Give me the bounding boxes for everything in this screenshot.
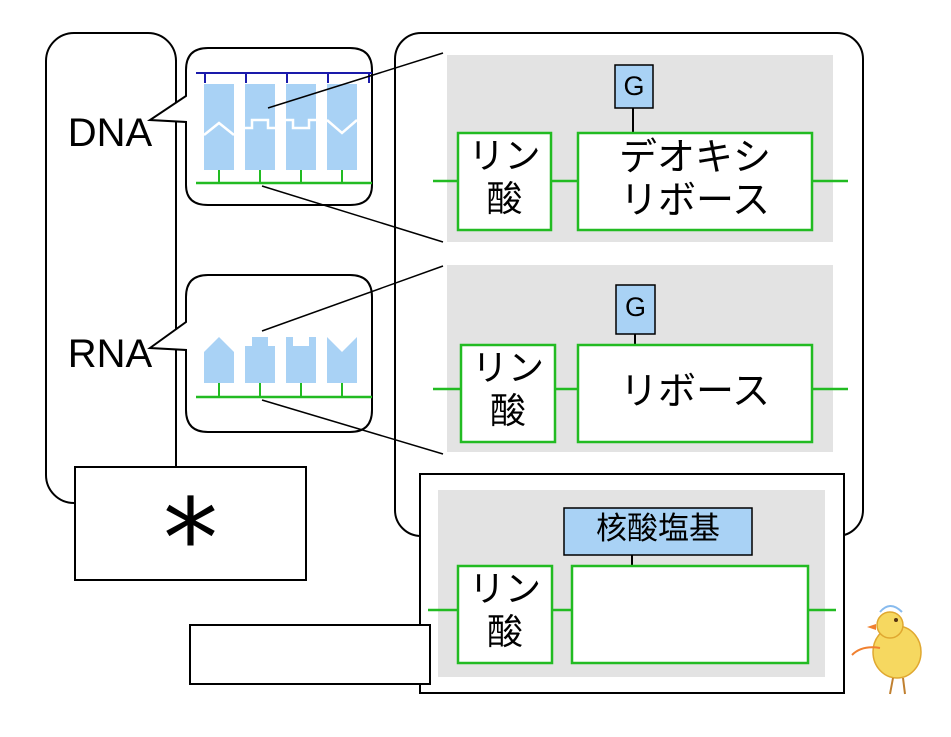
dna-base-box [614, 64, 654, 109]
generic-sugar-box [570, 564, 810, 665]
rna-zoom-line-top [261, 265, 444, 332]
left-panel [45, 32, 177, 504]
nucleobase-box [563, 507, 753, 556]
blank-answer-box[interactable] [189, 624, 431, 685]
dna-phosphate-label-1: リン [468, 136, 541, 177]
generic-phosphate-label-1: リン [468, 569, 541, 610]
chick-doodle-icon [851, 605, 922, 695]
rna-base-label: G [624, 292, 646, 322]
generic-phosphate-label-2: 酸 [486, 612, 523, 653]
rna-zoom-line-bottom [261, 399, 444, 455]
dna-double-strand-icon [196, 72, 372, 185]
dna-sugar-box [576, 131, 814, 232]
dna-base-label: G [623, 71, 645, 101]
dna-zoom-line-top [267, 52, 444, 109]
rna-sugar-label: リボース [619, 369, 771, 413]
rna-phosphate-label-2: 酸 [489, 391, 526, 432]
nucleobase-label: 核酸塩基 [596, 511, 720, 547]
star-box [74, 466, 307, 581]
dna-phosphate-label-2: 酸 [486, 179, 523, 220]
rna-sugar-box [576, 343, 814, 444]
rna-single-strand-icon [196, 337, 372, 399]
dna-label: DNA [67, 111, 153, 155]
rna-phosphate-label-1: リン [471, 348, 544, 389]
rna-phosphate-box [459, 343, 557, 444]
rna-label: RNA [67, 332, 153, 376]
dna-sugar-label-2: リボース [619, 178, 771, 222]
dna-sugar-label-1: デオキシ [618, 135, 771, 179]
generic-phosphate-box [456, 564, 554, 665]
dna-phosphate-box [456, 131, 553, 232]
rna-base-box [615, 284, 656, 335]
dna-zoom-line-bottom [261, 185, 444, 243]
star-symbol: * [163, 475, 218, 603]
